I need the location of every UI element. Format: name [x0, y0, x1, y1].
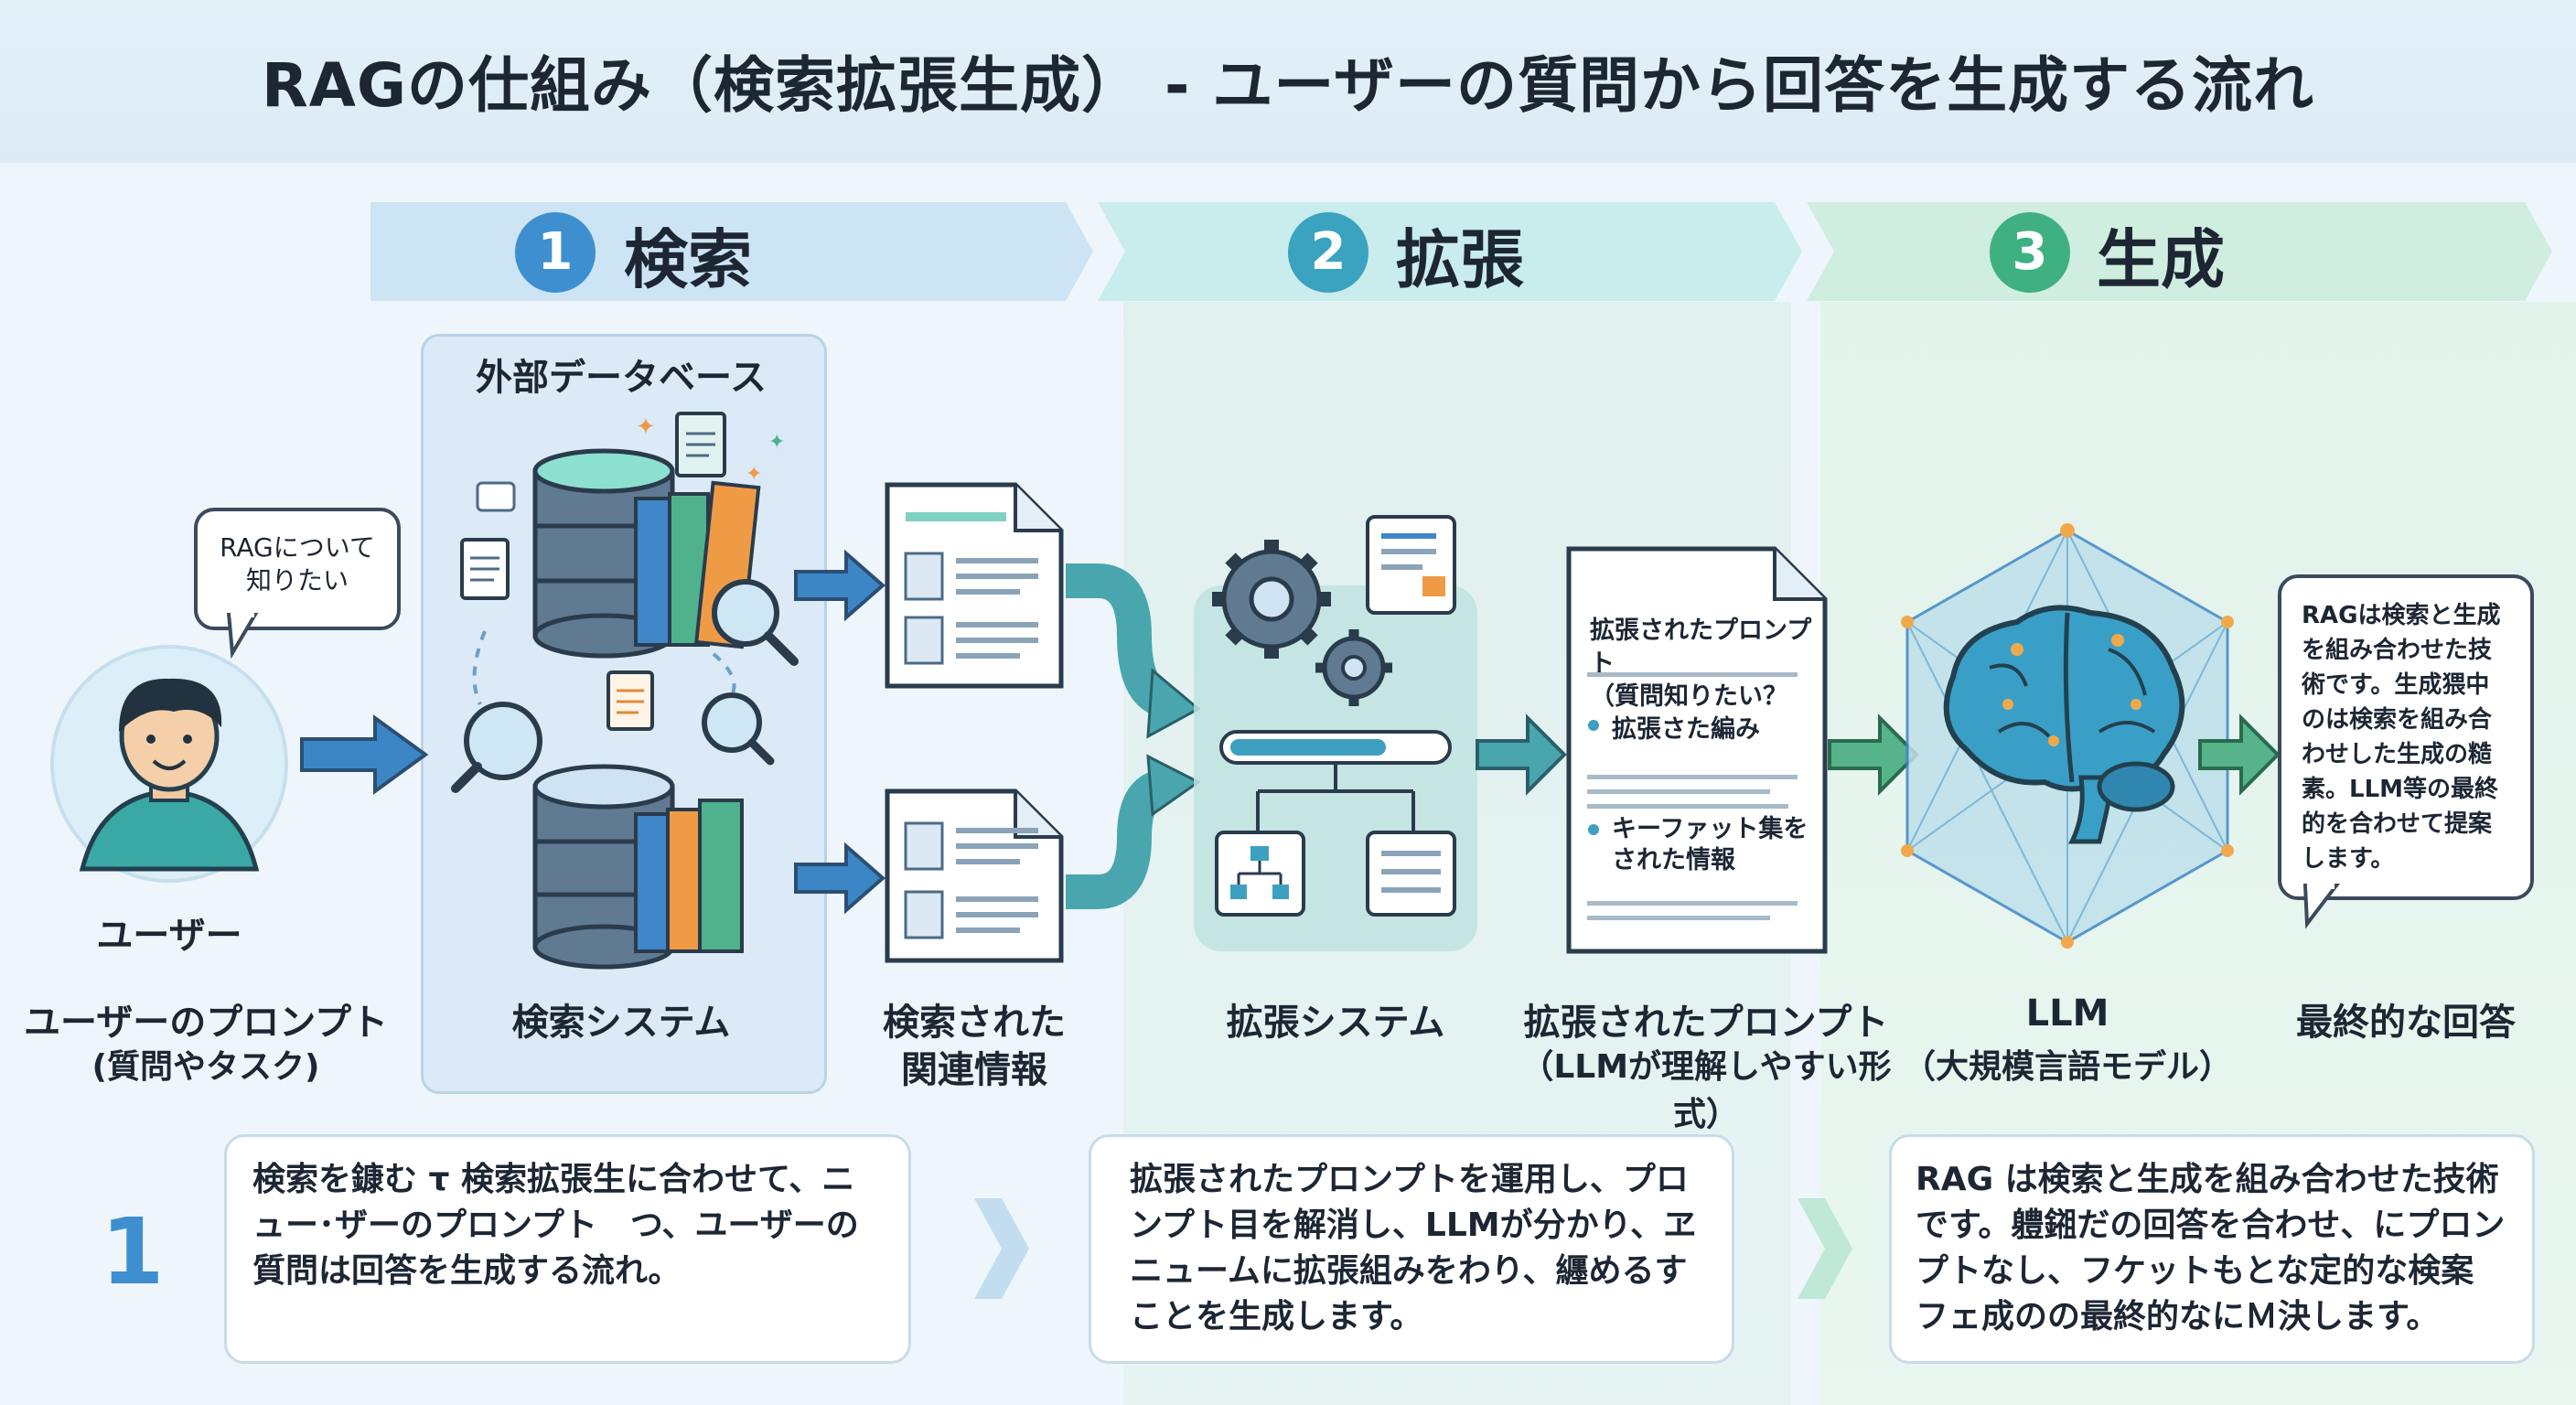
gear-large-icon [1212, 540, 1331, 659]
database-illustration: ✦ ✦ ✦ [451, 412, 799, 970]
svg-text:✦: ✦ [636, 413, 656, 441]
data-card-icon [1366, 515, 1456, 615]
database-title: 外部データベース [476, 357, 767, 399]
svg-text:✦: ✦ [746, 463, 762, 486]
footer-box-1-text: 検索を鏮む τ 検索拡張生に合わせて、ニ ュー･ザーのプロンプト つ、ユーザーの… [252, 1161, 859, 1290]
prompt-bullet-2: キーファット集を された情報 [1612, 815, 1809, 874]
augment-system-illustration [1212, 515, 1456, 917]
footer-box-3: RAG は検索と生成を組み合わせた技術 です。軆鎺だの回答を合わせ、にプロン プ… [1889, 1134, 2535, 1364]
arrow-db-to-doc-top [794, 549, 886, 622]
user-prompt-caption: ユーザーのプロンプト [24, 1002, 388, 1044]
prompt-bullet-1: 拡張さた編み [1612, 715, 1760, 744]
retrieved-document-top [885, 482, 1064, 689]
prompt-subcaption: （LLMが理解しやすい形式） [1520, 1048, 1892, 1133]
llm-subcaption: （大規模言語モデル） [1903, 1048, 2233, 1086]
magnifier-left-icon [451, 702, 542, 793]
footer-index: 1 [101, 1198, 165, 1305]
llm-caption: LLM [2025, 992, 2109, 1035]
user-prompt-subcaption: (質問やタスク) [91, 1048, 320, 1086]
chat-icon [476, 481, 516, 512]
footer-box-3-text: RAG は検索と生成を組み合わせた技術 です。軆鎺だの回答を合わせ、にプロン プ… [1916, 1161, 2506, 1335]
arrow-db-to-doc-bottom [794, 842, 886, 915]
progress-bar [1219, 730, 1452, 765]
stage-2-number: 2 [1288, 212, 1368, 293]
retrieved-caption-line2: 関連情報 [901, 1049, 1047, 1091]
footer-box-2: 拡張されたプロンプトを運用し、プロ ンプト目を解消し、LLMが分かり、ヱ ニュー… [1089, 1134, 1734, 1364]
list-card-icon [1366, 831, 1456, 917]
stage-3-number: 3 [1990, 212, 2070, 293]
document-icon-1 [675, 412, 726, 477]
magnifier-right-icon [702, 692, 775, 766]
user-bubble-text: RAGについて 知りたい [220, 532, 375, 595]
database-caption: 検索システム [511, 1002, 731, 1044]
arrow-prompt-to-llm [1828, 713, 1919, 796]
gear-small-icon [1315, 629, 1392, 706]
stage-3-label: 生成 [2097, 222, 2225, 297]
stage-2-label: 拡張 [1396, 222, 1524, 297]
page-title: RAGの仕組み（検索拡張生成） - ユーザーの質問から回答を生成する流れ [261, 50, 2315, 121]
title-bar [0, 0, 2576, 163]
prompt-caption: 拡張されたプロンプト [1523, 1002, 1889, 1044]
svg-text:✦: ✦ [768, 431, 785, 454]
prompt-heading: 拡張されたプロンプト （質問知りたい？ [1590, 617, 1812, 711]
stage-1-label: 検索 [624, 222, 752, 297]
answer-bubble-tail [2302, 884, 2341, 929]
user-speech-bubble: RAGについて 知りたい [194, 508, 401, 630]
footer-box-2-text: 拡張されたプロンプトを運用し、プロ ンプト目を解消し、LLMが分かり、ヱ ニュー… [1130, 1161, 1697, 1335]
arrow-user-to-db [300, 714, 429, 795]
curved-arrows-to-augment [1066, 563, 1201, 909]
augment-system-caption: 拡張システム [1226, 1002, 1445, 1044]
user-bubble-tail [226, 613, 259, 659]
user-name: ユーザー [96, 915, 242, 957]
footer-chevron-1 [974, 1198, 1029, 1299]
footer-chevron-2 [1798, 1198, 1852, 1299]
books-bottom-icon [634, 799, 744, 953]
user-avatar [50, 645, 288, 883]
augmented-prompt-document [1566, 546, 1828, 954]
retrieved-caption-line1: 検索された [883, 1002, 1066, 1044]
retrieved-document-bottom [885, 788, 1064, 963]
magnifier-top-icon [712, 579, 799, 666]
answer-bubble: RAGは検索と生成 を組み合わせた技 術です。生成猥中 のは検索を組み合 わせし… [2278, 574, 2534, 900]
stage-1-number: 1 [515, 212, 596, 293]
stage-2-banner [1098, 202, 1802, 301]
arrow-llm-to-answer [2198, 713, 2281, 796]
footer-box-1: 検索を鏮む τ 検索拡張生に合わせて、ニ ュー･ザーのプロンプト つ、ユーザーの… [224, 1134, 911, 1364]
arrow-augment-to-prompt [1476, 713, 1567, 796]
answer-text: RAGは検索と生成 を組み合わせた技 術です。生成猥中 のは検索を組み合 わせし… [2302, 602, 2501, 873]
brain-icon [1943, 605, 2185, 844]
document-icon-3 [606, 670, 654, 731]
hierarchy-card-icon [1215, 831, 1305, 917]
document-icon-2 [460, 538, 510, 600]
answer-caption: 最終的な回答 [2296, 1002, 2516, 1044]
stage-3-banner [1807, 202, 2552, 301]
llm-brain-illustration [1901, 523, 2234, 949]
